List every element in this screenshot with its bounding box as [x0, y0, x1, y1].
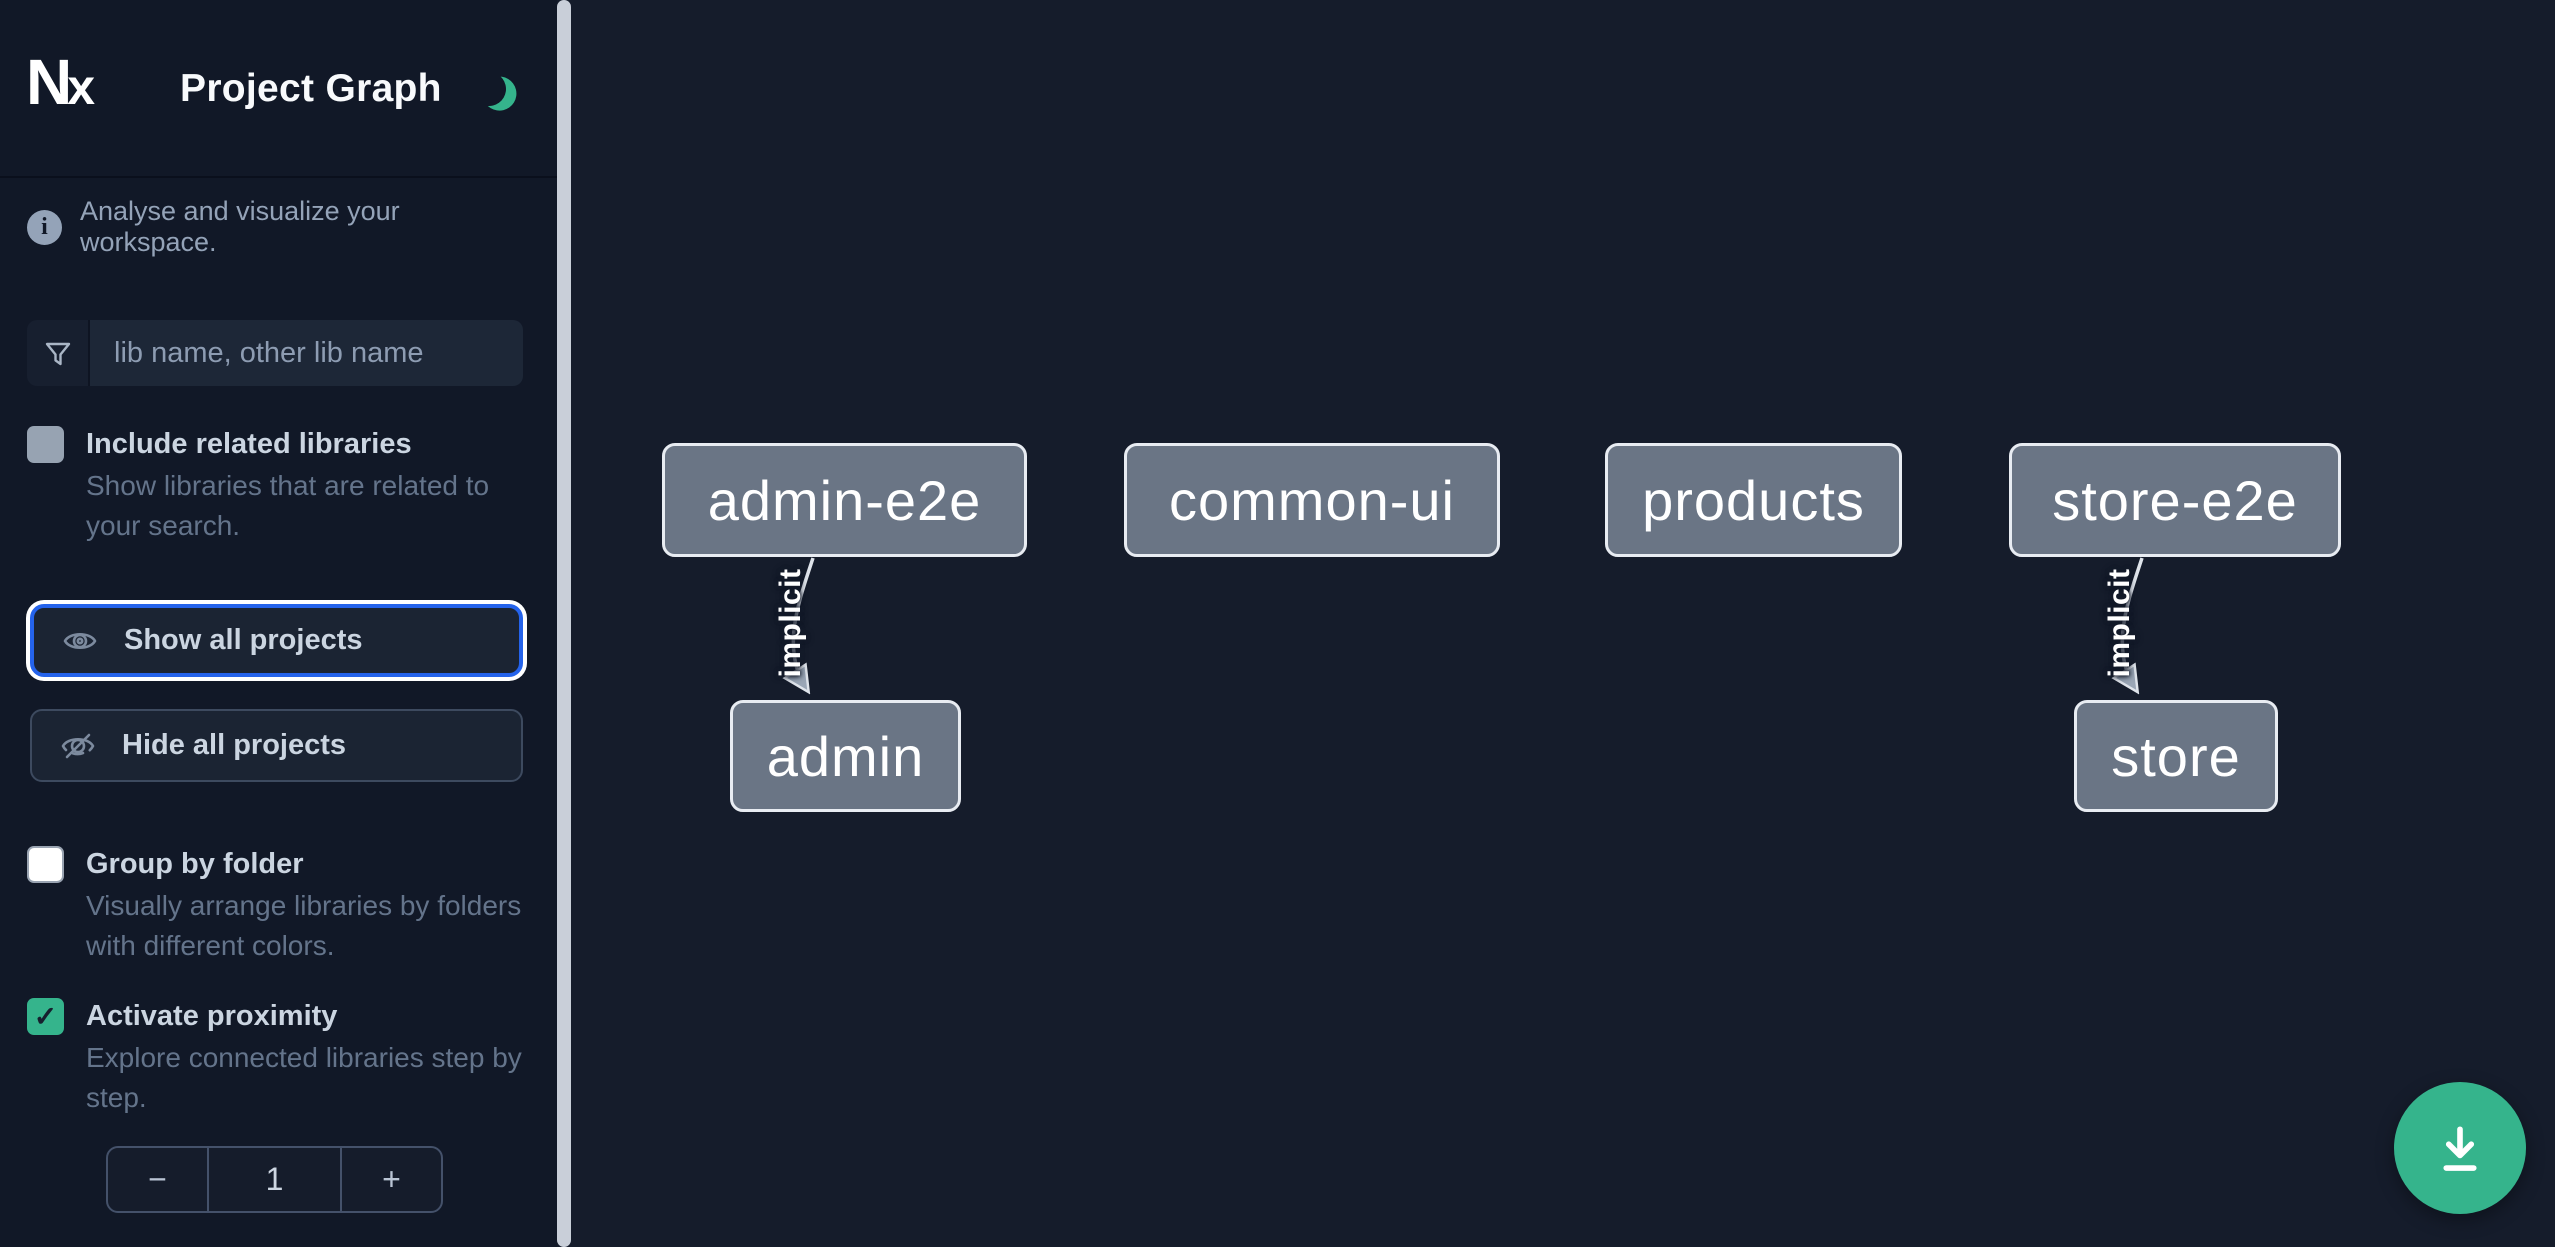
filter-funnel-icon — [27, 320, 90, 386]
toggle-include-related: Include related libraries Show libraries… — [27, 424, 527, 546]
decrement-button[interactable]: − — [148, 1161, 167, 1197]
include-related-label[interactable]: Include related libraries — [86, 428, 412, 460]
hide-all-projects-label: Hide all projects — [122, 729, 347, 761]
node-admin[interactable]: admin — [730, 700, 961, 812]
node-common-ui[interactable]: common-ui — [1124, 443, 1500, 557]
node-store-e2e[interactable]: store-e2e — [2009, 443, 2341, 557]
eye-off-icon — [61, 733, 95, 758]
depth-value[interactable]: 1 — [207, 1148, 342, 1211]
show-all-projects-button[interactable]: Show all projects — [30, 604, 523, 677]
hide-all-projects-button[interactable]: Hide all projects — [30, 709, 523, 782]
sidebar: Nx Project Graph i Analyse and visualize… — [0, 0, 557, 1247]
sidebar-resize-handle[interactable] — [557, 0, 571, 1247]
download-image-button[interactable] — [2394, 1082, 2526, 1214]
group-by-folder-description: Visually arrange libraries by folders wi… — [86, 890, 522, 961]
sidebar-header: Nx Project Graph — [0, 0, 557, 178]
moon-icon — [468, 68, 509, 109]
theme-toggle-button[interactable] — [468, 70, 510, 112]
increment-button[interactable]: + — [382, 1161, 401, 1197]
toggle-activate-proximity: ✓ Activate proximity Explore connected l… — [27, 996, 527, 1118]
toggle-group-by-folder: Group by folder Visually arrange librari… — [27, 844, 527, 966]
search-group — [27, 320, 523, 386]
page-title: Project Graph — [180, 67, 442, 110]
info-icon: i — [27, 209, 62, 245]
info-row: i Analyse and visualize your workspace. — [27, 196, 527, 258]
nx-logo: Nx — [26, 46, 95, 118]
edge-label-implicit-store: implicit — [2103, 568, 2136, 678]
download-icon — [2443, 1126, 2477, 1171]
node-store[interactable]: store — [2074, 700, 2278, 812]
include-related-checkbox[interactable] — [27, 426, 64, 463]
node-admin-e2e[interactable]: admin-e2e — [662, 443, 1027, 557]
group-by-folder-label[interactable]: Group by folder — [86, 848, 304, 880]
include-related-description: Show libraries that are related to your … — [86, 470, 490, 541]
eye-icon — [63, 632, 97, 649]
graph-canvas[interactable]: admin-e2e common-ui products store-e2e a… — [571, 0, 2555, 1247]
node-products[interactable]: products — [1605, 443, 1902, 557]
proximity-depth-stepper: − 1 + — [106, 1146, 443, 1213]
activate-proximity-description: Explore connected libraries step by step… — [86, 1042, 522, 1113]
activate-proximity-label[interactable]: Activate proximity — [86, 1000, 338, 1032]
activate-proximity-checkbox[interactable]: ✓ — [27, 998, 64, 1035]
info-text: Analyse and visualize your workspace. — [80, 196, 400, 257]
filter-input[interactable] — [90, 320, 523, 386]
group-by-folder-checkbox[interactable] — [27, 846, 64, 883]
checkmark-icon: ✓ — [33, 1001, 58, 1032]
show-all-projects-label: Show all projects — [124, 624, 363, 656]
edge-label-implicit-admin: implicit — [774, 568, 807, 678]
dependency-edges — [571, 557, 2144, 1247]
